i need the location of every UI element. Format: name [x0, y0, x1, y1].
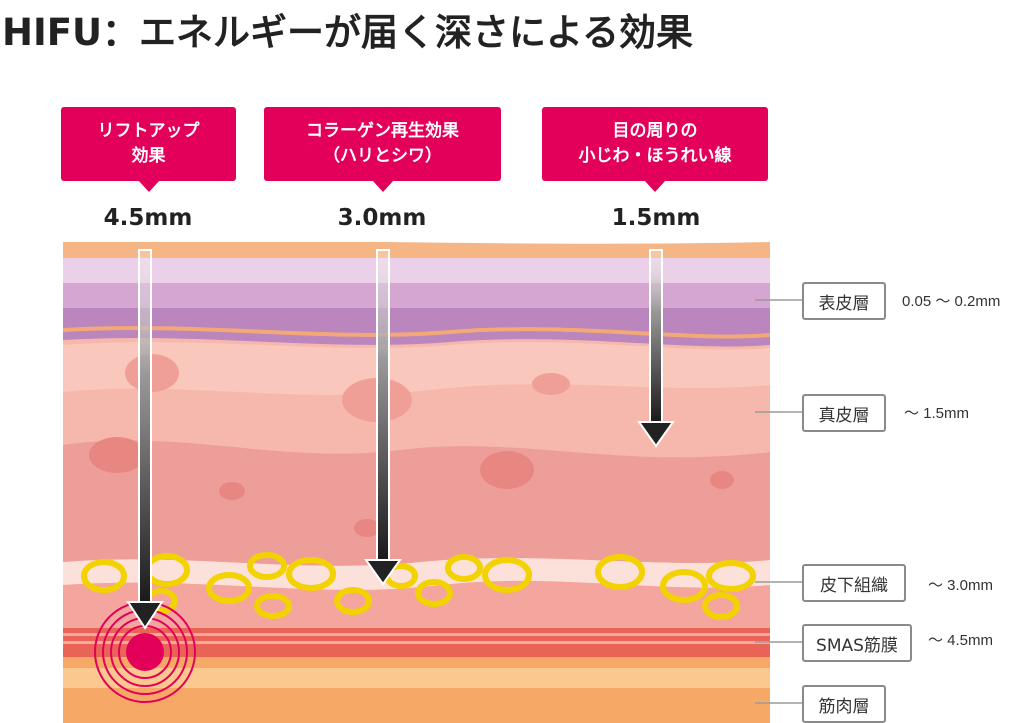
fat-cell — [482, 557, 532, 593]
callout-eye-wrinkles-line1: 目の周りの — [612, 121, 698, 141]
layer-range-epidermis: 0.05 〜 0.2mm — [902, 293, 1001, 310]
fat-cell — [660, 569, 708, 603]
callout-lift-up-line2: 効果 — [131, 146, 166, 166]
muscle-layer — [63, 655, 770, 723]
fat-cell — [595, 554, 645, 590]
fat-cell — [254, 593, 292, 619]
callout-eye-wrinkles-line2: 小じわ・ほうれい線 — [578, 146, 732, 166]
focal-point — [126, 633, 164, 671]
arrow-4-5mm — [126, 249, 164, 630]
fat-cell — [81, 559, 127, 593]
callout-collagen: コラーゲン再生効果 （ハリとシワ） — [264, 107, 501, 192]
layer-range-smas: 〜 4.5mm — [928, 632, 994, 649]
callout-collagen-line2: （ハリとシワ） — [323, 146, 442, 166]
fat-cell — [206, 572, 252, 604]
fat-cell — [286, 557, 336, 591]
fat-cell — [415, 579, 453, 607]
layer-range-dermis: 〜 1.5mm — [904, 405, 970, 422]
page-title: HIFU：エネルギーが届く深さによる効果 — [2, 11, 693, 54]
callout-eye-wrinkles: 目の周りの 小じわ・ほうれい線 — [542, 107, 768, 192]
callout-lift-up: リフトアップ 効果 — [61, 107, 236, 192]
layer-label-subcutaneous: 皮下組織 — [802, 564, 906, 602]
layer-label-epidermis: 表皮層 — [802, 282, 886, 320]
fat-cell — [247, 552, 287, 580]
depth-label-3-0mm: 3.0mm — [337, 205, 427, 231]
fat-cell — [702, 592, 740, 620]
fat-cell — [445, 554, 483, 582]
layer-range-subcutaneous: 〜 3.0mm — [928, 577, 994, 594]
callout-collagen-line1: コラーゲン再生効果 — [306, 121, 459, 141]
layer-label-smas: SMAS筋膜 — [802, 624, 912, 662]
layer-label-muscle: 筋肉層 — [802, 685, 886, 723]
arrow-3-0mm — [364, 249, 402, 586]
layer-label-dermis: 真皮層 — [802, 394, 886, 432]
callout-lift-up-line1: リフトアップ — [97, 121, 200, 141]
fat-cell — [334, 587, 372, 615]
depth-label-1-5mm: 1.5mm — [611, 205, 701, 231]
depth-label-4-5mm: 4.5mm — [103, 205, 193, 231]
arrow-1-5mm — [637, 249, 675, 448]
fat-cell — [706, 560, 756, 592]
